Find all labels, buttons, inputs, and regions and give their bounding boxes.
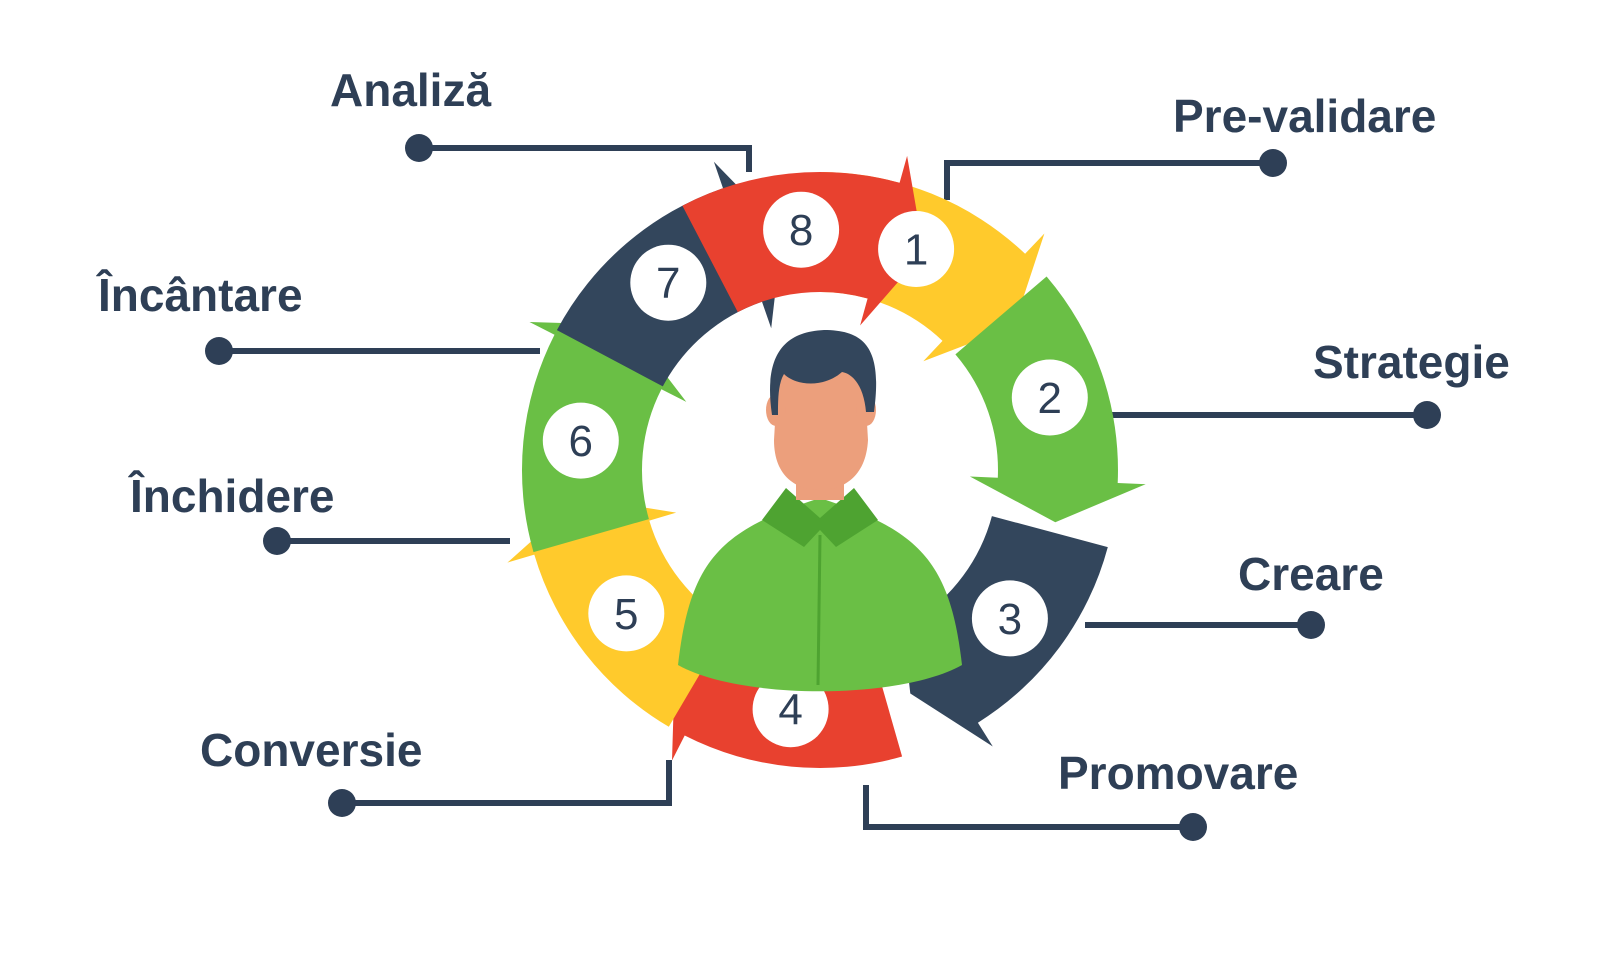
stage-label-1: Pre-validare <box>1173 90 1436 142</box>
hair <box>770 330 877 415</box>
step-badge-5 <box>588 575 665 652</box>
stage-label-2: Strategie <box>1313 336 1510 388</box>
step-number-7: 7 <box>656 259 680 308</box>
leader-line-4 <box>863 785 1193 830</box>
leader-dot-1 <box>1259 149 1287 177</box>
leader-dot-5 <box>328 789 356 817</box>
leader-line-1 <box>944 160 1273 200</box>
leader-dot-7 <box>205 337 233 365</box>
leader-dot-6 <box>263 527 291 555</box>
stage-label-5: Conversie <box>200 724 422 776</box>
leader-line-8 <box>419 145 752 172</box>
leader-dot-8 <box>405 134 433 162</box>
step-number-4: 4 <box>778 686 802 735</box>
step-badge-8 <box>763 191 840 268</box>
shirt-placket <box>816 534 822 686</box>
leader-dot-3 <box>1297 611 1325 639</box>
step-number-5: 5 <box>614 590 638 639</box>
step-number-2: 2 <box>1038 374 1062 423</box>
collar <box>762 488 878 547</box>
stage-labels: Analiză Pre-validare Încântare Strategie… <box>96 64 1510 799</box>
step-badge-6 <box>542 402 619 479</box>
step-badge-2 <box>1011 359 1088 436</box>
stage-label-8: Analiză <box>330 64 491 116</box>
stage-label-4: Promovare <box>1058 747 1298 799</box>
cycle-segments: 1 2 3 4 5 6 7 8 <box>507 155 1146 769</box>
leader-lines <box>205 134 1441 841</box>
step-number-3: 3 <box>998 595 1022 644</box>
leader-dot-2 <box>1413 401 1441 429</box>
leader-line-5 <box>342 760 672 806</box>
step-number-8: 8 <box>789 206 813 255</box>
stage-label-7: Încântare <box>96 269 303 321</box>
leader-dot-4 <box>1179 813 1207 841</box>
step-number-1: 1 <box>904 226 928 275</box>
face <box>774 355 868 490</box>
stage-label-3: Creare <box>1238 548 1384 600</box>
stage-label-6: Închidere <box>128 470 335 522</box>
person-icon <box>678 330 962 692</box>
step-badge-1 <box>878 211 955 287</box>
step-number-6: 6 <box>569 417 593 466</box>
step-badge-3 <box>971 580 1048 657</box>
step-badge-7 <box>630 244 707 321</box>
